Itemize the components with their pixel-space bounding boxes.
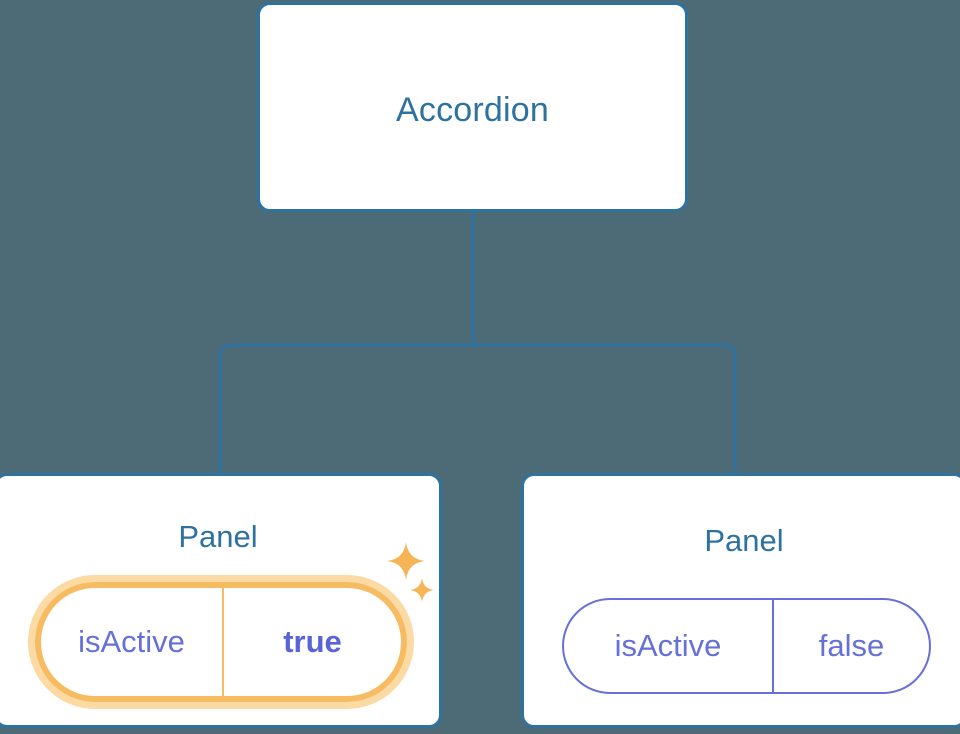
prop-value-label: true <box>283 624 342 659</box>
sparkle-small-icon <box>410 578 434 602</box>
prop-key-label: isActive <box>41 588 224 696</box>
prop-pill-highlight-glow <box>28 575 414 709</box>
node-panel-active-title: Panel <box>178 519 258 554</box>
connector-branch-right <box>473 343 737 473</box>
prop-key-label: isActive <box>564 600 774 692</box>
sparkle-large-icon <box>387 542 425 580</box>
prop-pill-isactive-false[interactable]: isActive false <box>562 598 931 694</box>
prop-pill-isactive-true[interactable]: isActive true <box>35 582 407 702</box>
connector-branch-left <box>218 343 473 473</box>
prop-pill-active-wrapper: isActive true <box>28 575 414 709</box>
node-accordion-title: Accordion <box>396 91 549 129</box>
node-panel-active[interactable]: Panel isActive true <box>0 473 442 728</box>
node-accordion[interactable]: Accordion <box>257 2 688 212</box>
prop-value-label: false <box>818 628 885 663</box>
node-panel-inactive-title: Panel <box>704 523 784 558</box>
node-panel-inactive[interactable]: Panel isActive false <box>521 473 960 728</box>
